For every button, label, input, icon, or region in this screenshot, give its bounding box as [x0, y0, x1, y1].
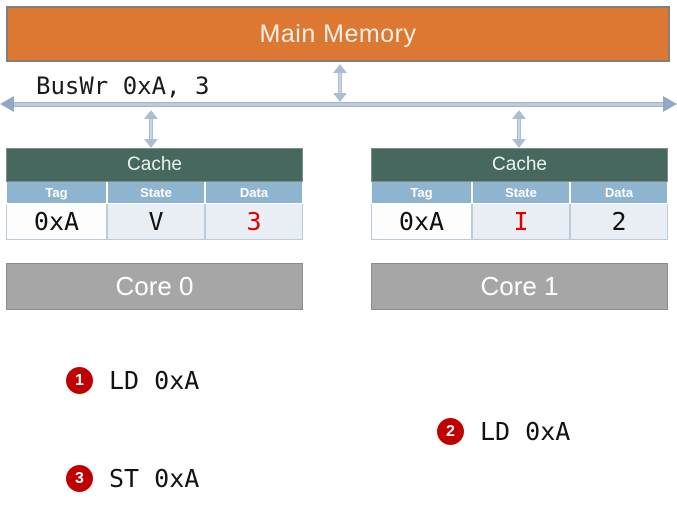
bus-line — [8, 102, 669, 107]
bus-cache1-connector-arrow — [512, 110, 526, 148]
cache0-cell-state: V — [106, 204, 205, 240]
arrow-head-down-icon — [512, 139, 526, 148]
main-memory-block: Main Memory — [6, 6, 670, 62]
cache1-column-header-tag: Tag — [371, 182, 472, 204]
arrow-head-down-icon — [144, 139, 158, 148]
bus-arrow-right-icon — [663, 96, 677, 112]
step-annotation-1: 1 LD 0xA — [66, 366, 199, 395]
step-text-2: LD 0xA — [480, 417, 571, 446]
cache-block-0: Cache Tag State Data 0xA V 3 — [6, 148, 303, 240]
cache-block-1: Cache Tag State Data 0xA I 2 — [371, 148, 668, 240]
bus-cache0-connector-arrow — [144, 110, 158, 148]
memory-bus-connector-arrow — [333, 64, 347, 102]
core-block-1: Core 1 — [371, 263, 668, 310]
cache0-table-row: 0xA V 3 — [6, 204, 303, 240]
cache1-column-header-data: Data — [569, 182, 668, 204]
step-badge-1: 1 — [66, 367, 93, 394]
step-badge-3: 3 — [66, 465, 93, 492]
cache-table-1: Tag State Data 0xA I 2 — [371, 182, 668, 240]
arrow-shaft — [149, 117, 153, 141]
cache-title-0: Cache — [6, 148, 303, 182]
core-block-0: Core 0 — [6, 263, 303, 310]
main-memory-label: Main Memory — [259, 19, 417, 48]
cache1-table-row: 0xA I 2 — [371, 204, 668, 240]
arrow-head-up-icon — [333, 64, 347, 73]
arrow-shaft — [338, 71, 342, 95]
bus-arrow-left-icon — [0, 96, 14, 112]
cache1-cell-state: I — [471, 204, 570, 240]
arrow-head-up-icon — [512, 110, 526, 119]
arrow-head-up-icon — [144, 110, 158, 119]
cache-header-row-0: Tag State Data — [6, 182, 303, 204]
arrow-head-down-icon — [333, 93, 347, 102]
cache-title-1: Cache — [371, 148, 668, 182]
cache-header-row-1: Tag State Data — [371, 182, 668, 204]
arrow-shaft — [517, 117, 521, 141]
cache0-cell-tag: 0xA — [6, 204, 107, 240]
cache0-column-header-data: Data — [204, 182, 303, 204]
cache0-column-header-state: State — [106, 182, 205, 204]
core1-label: Core 1 — [480, 271, 559, 301]
step-annotation-3: 3 ST 0xA — [66, 464, 199, 493]
cache1-cell-tag: 0xA — [371, 204, 472, 240]
step-text-1: LD 0xA — [109, 366, 200, 395]
step-annotation-2: 2 LD 0xA — [437, 417, 570, 446]
cache0-column-header-tag: Tag — [6, 182, 107, 204]
cache0-cell-data: 3 — [204, 204, 303, 240]
step-text-3: ST 0xA — [109, 464, 200, 493]
step-badge-2: 2 — [437, 418, 464, 445]
cache1-column-header-state: State — [471, 182, 570, 204]
core0-label: Core 0 — [115, 271, 194, 301]
cache1-cell-data: 2 — [569, 204, 668, 240]
bus-transaction-label: BusWr 0xA, 3 — [36, 72, 210, 100]
cache-table-0: Tag State Data 0xA V 3 — [6, 182, 303, 240]
